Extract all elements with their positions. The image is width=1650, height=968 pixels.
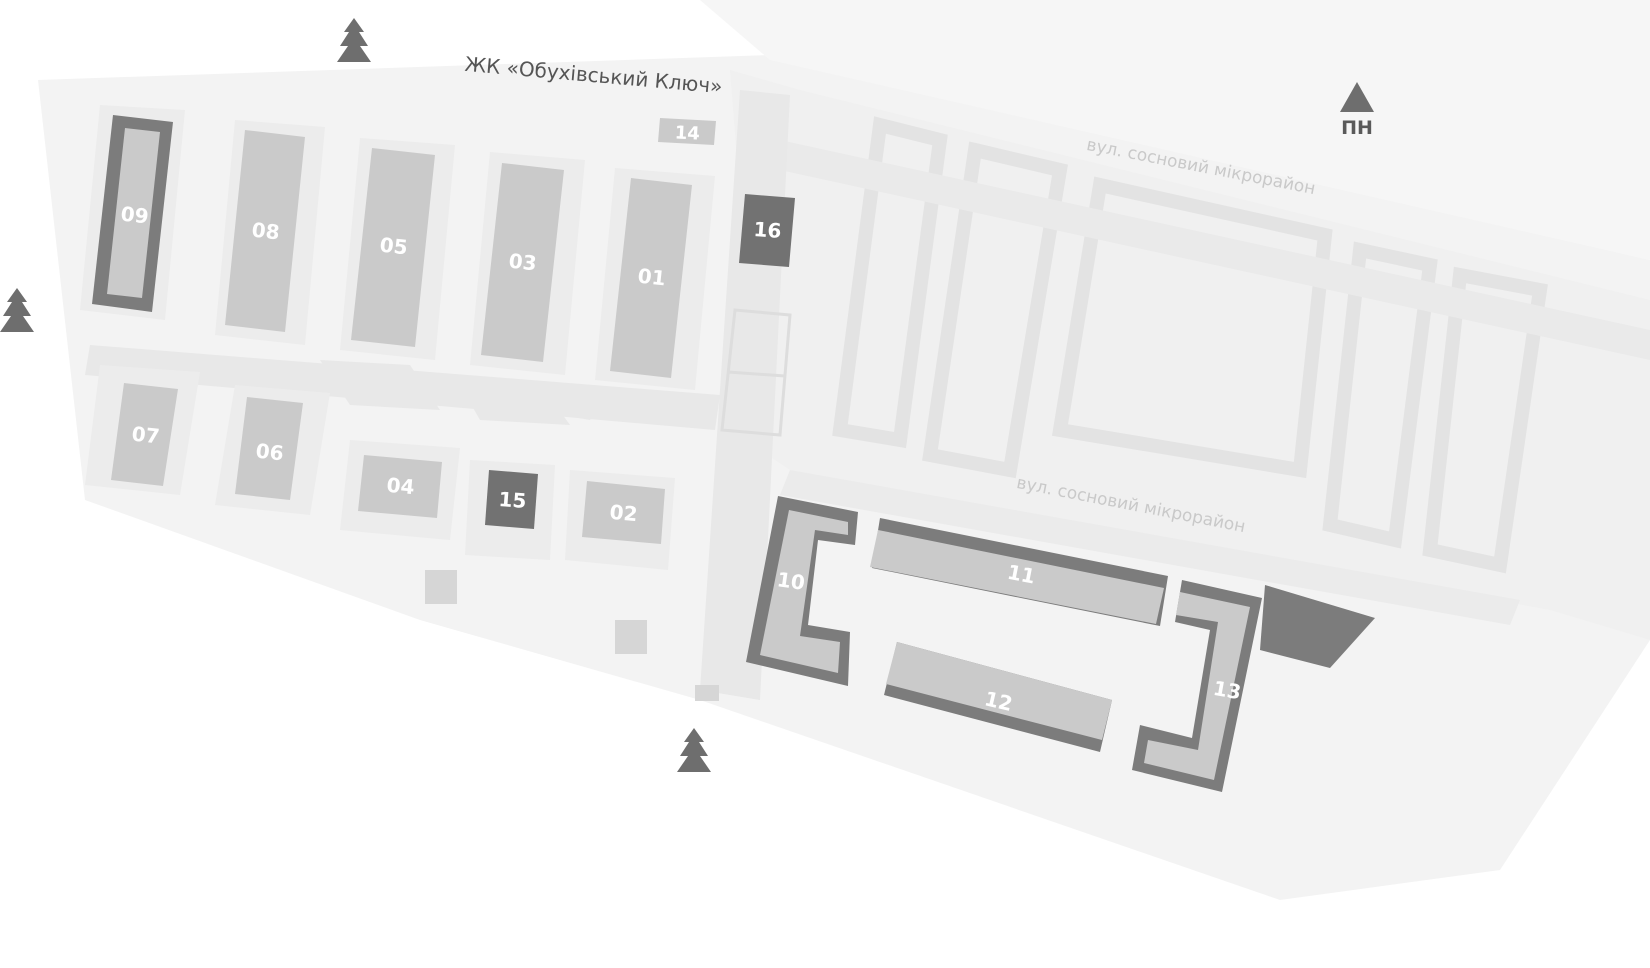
building-08[interactable]: 08 (225, 130, 305, 332)
building-complex-10-13: 10 11 12 13 (746, 496, 1375, 792)
building-09-label: 09 (120, 202, 150, 229)
building-07[interactable]: 07 (111, 383, 178, 486)
building-16[interactable]: 16 (739, 194, 795, 267)
utility-boxes (425, 570, 719, 701)
building-03-label: 03 (508, 249, 538, 276)
building-15[interactable]: 15 (485, 470, 538, 529)
building-02-label: 02 (609, 500, 639, 526)
tree-icon (677, 728, 711, 772)
building-05-label: 05 (379, 233, 409, 260)
building-06-label: 06 (255, 439, 285, 466)
north-arrow-icon: ПН (1340, 82, 1374, 139)
street-bands (780, 140, 1650, 625)
building-02[interactable]: 02 (582, 481, 665, 544)
building-16-label: 16 (753, 217, 782, 243)
north-label: ПН (1341, 117, 1373, 139)
building-06[interactable]: 06 (235, 397, 303, 500)
building-14-label: 14 (674, 122, 700, 144)
building-12[interactable]: 12 (884, 642, 1112, 752)
building-13-label: 13 (1211, 676, 1243, 704)
building-03[interactable]: 03 (481, 163, 564, 362)
building-04-label: 04 (386, 473, 416, 499)
building-01-label: 01 (637, 264, 667, 291)
building-08-label: 08 (251, 218, 281, 245)
building-05[interactable]: 05 (351, 148, 435, 347)
building-11-label: 11 (1005, 560, 1037, 589)
neighbour-blocks (832, 116, 1548, 574)
sports-field (720, 308, 792, 437)
tree-icon (0, 288, 34, 332)
building-11[interactable]: 11 (870, 518, 1168, 626)
building-13[interactable]: 13 (1132, 580, 1262, 792)
building-07-label: 07 (131, 422, 161, 449)
building-10[interactable]: 10 (746, 496, 858, 686)
building-10-label: 10 (776, 567, 807, 595)
building-15-label: 15 (498, 487, 527, 513)
building-09[interactable]: 09 (92, 115, 173, 312)
tree-icon (337, 18, 371, 62)
building-04[interactable]: 04 (358, 455, 442, 518)
building-14[interactable]: 14 (658, 118, 716, 145)
building-01[interactable]: 01 (610, 178, 692, 378)
